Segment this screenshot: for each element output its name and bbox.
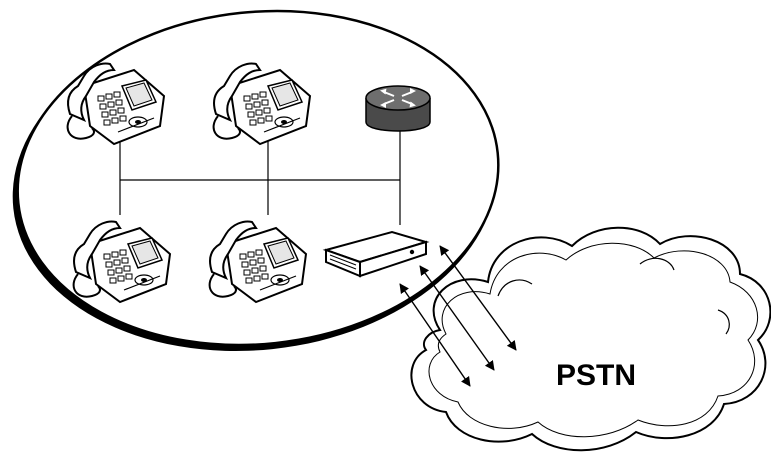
pstn-label: PSTN <box>556 359 636 392</box>
gateway-icon <box>322 230 430 278</box>
trunk-lines <box>399 245 517 387</box>
trunk-line <box>439 245 517 351</box>
pstn-cloud <box>410 226 771 452</box>
router-icon <box>365 85 431 132</box>
lan-wiring <box>119 130 401 225</box>
